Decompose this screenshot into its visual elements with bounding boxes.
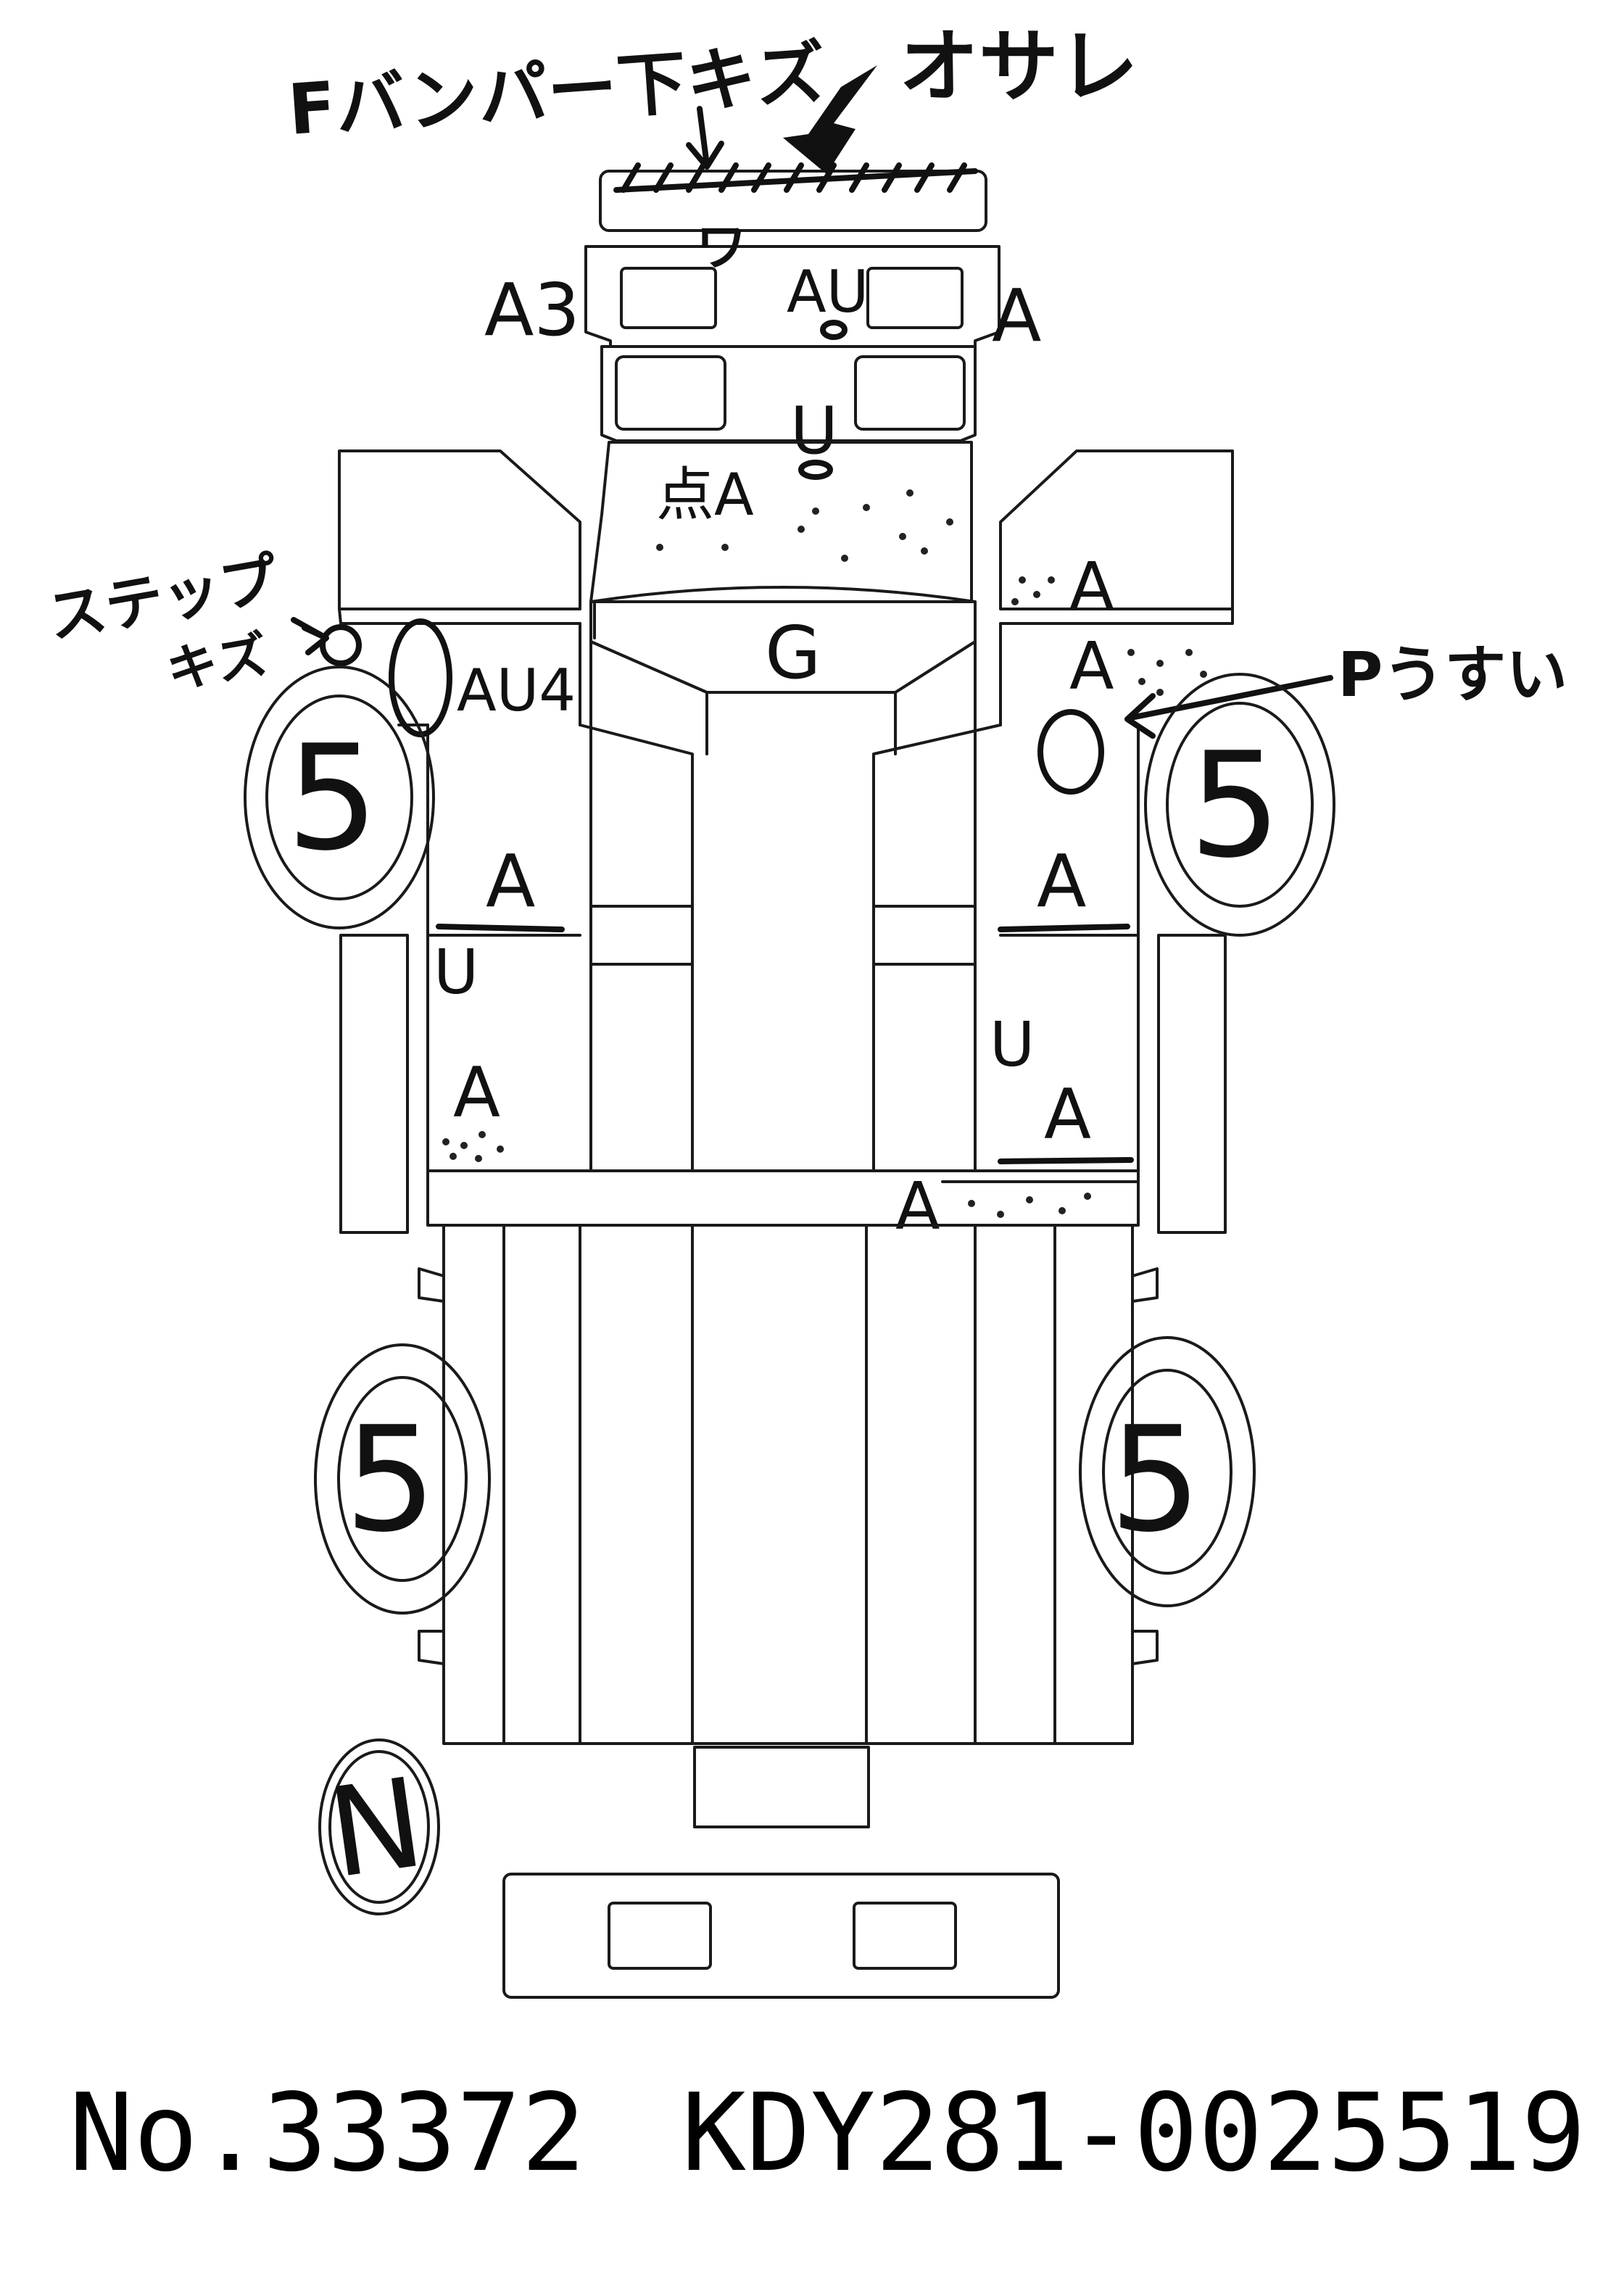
rear-right-tire — [1079, 1336, 1256, 1607]
cargo-bed — [418, 1224, 1159, 1745]
a-sill-right-mark: A — [895, 1169, 940, 1245]
cab-roof — [589, 586, 977, 694]
big-arrow-icon — [783, 65, 877, 174]
cab-center — [589, 640, 977, 1172]
dent-circle-icon-3 — [320, 624, 362, 666]
damage-circle-icon — [389, 618, 452, 737]
chassis-number: KDY281-0025519 — [682, 2071, 1586, 2195]
osare-note: オサレ — [899, 20, 1138, 113]
right-front-fender — [999, 449, 1234, 610]
front-bumper — [599, 162, 987, 232]
dent-circle-icon — [820, 320, 848, 340]
a-door-right-mark: A — [1037, 839, 1086, 924]
windshield-frame — [600, 345, 977, 442]
rear-right-underline — [998, 1157, 1134, 1164]
hood — [589, 441, 977, 603]
a-rear-left-mark: A — [453, 1053, 500, 1133]
fender-paint-dots — [1011, 576, 1055, 605]
ten-a-mark: 点A — [656, 461, 754, 529]
arrow-icon-3 — [1124, 675, 1333, 739]
door-right-underline — [998, 924, 1130, 932]
license-plate — [693, 1746, 870, 1828]
door-left-underline — [436, 924, 565, 932]
bumper-scratch-marks — [613, 162, 978, 193]
front-bumper-note: Fバンパー下キズ — [286, 32, 828, 151]
hood-paint-dots — [656, 489, 953, 562]
right-cab-dots — [1127, 649, 1207, 696]
arrow-icon — [686, 106, 724, 170]
n-mark — [318, 1738, 440, 1915]
a-cab-right-upper-mark: A — [1069, 549, 1114, 625]
au4-mark: AU4 — [457, 657, 576, 724]
a-rear-right-mark: A — [1044, 1075, 1091, 1155]
tire-rl-value: 5 — [344, 1396, 436, 1564]
rear-left-tire — [314, 1343, 491, 1615]
a-right-front-mark: A — [992, 273, 1041, 358]
sill-right-dots — [968, 1193, 1091, 1218]
p-usui-note: Pうすい — [1338, 639, 1567, 711]
g-roof-mark: G — [765, 610, 821, 695]
tire-rr-value: 5 — [1109, 1396, 1201, 1564]
right-side-step — [1157, 934, 1227, 1234]
left-front-fender — [338, 449, 581, 610]
front-right-tire — [1144, 673, 1335, 937]
vehicle-number: No.33372 — [69, 2071, 586, 2195]
left-side-step — [339, 934, 409, 1234]
front-left-tire — [244, 666, 435, 929]
dent-circle-icon-2 — [798, 460, 833, 480]
au-hood-mark: AU — [787, 258, 869, 326]
a-cab-right-lower-mark: A — [1069, 629, 1114, 705]
step-note-line2: キズ — [162, 625, 273, 701]
rear-bumper — [502, 1873, 1060, 1999]
tire-fl-value: 5 — [286, 714, 378, 883]
u-door-left-mark: U — [434, 937, 478, 1008]
u-windshield-mark: U — [790, 393, 838, 469]
dent-circle-icon-4 — [1037, 709, 1104, 795]
a3-mark: A3 — [484, 268, 580, 352]
n-mark-value: N — [320, 1752, 431, 1907]
wa-mark: ワ — [696, 217, 747, 277]
tire-fr-value: 5 — [1189, 721, 1281, 890]
u-door-right-mark: U — [990, 1009, 1035, 1081]
a-door-left-mark: A — [486, 839, 535, 924]
rear-left-dots — [442, 1131, 504, 1162]
